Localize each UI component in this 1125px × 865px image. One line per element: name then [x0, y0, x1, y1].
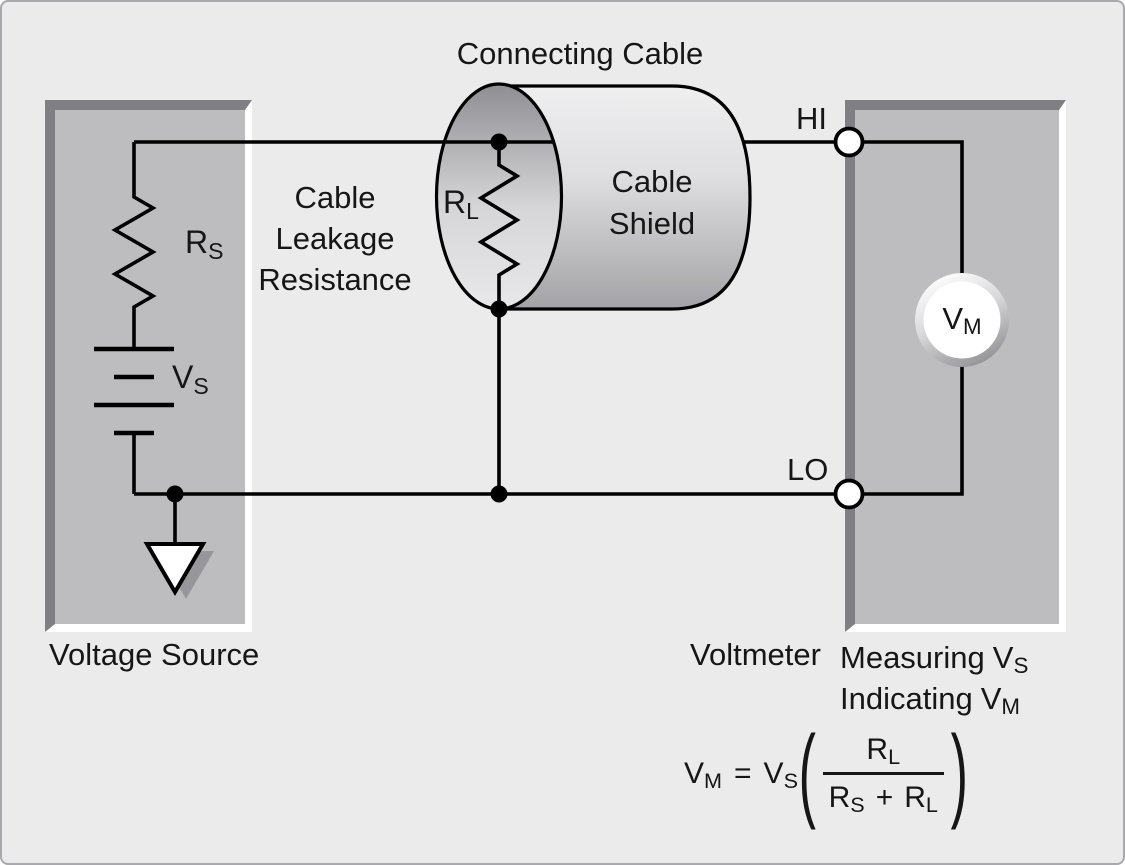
formula-fraction: RL RS + RL	[822, 732, 944, 817]
formula-lhs: VM	[684, 756, 723, 793]
open-paren: (	[798, 715, 816, 831]
loading-error-formula: VM = VS ( RL RS + RL )	[684, 715, 969, 831]
lo-terminal-label: LO	[787, 452, 829, 487]
ground-symbol	[143, 494, 214, 599]
fraction-numerator: RL	[866, 732, 901, 769]
meter-dial	[915, 273, 1009, 367]
close-paren: )	[950, 715, 968, 831]
lo-terminal	[833, 478, 865, 510]
battery-symbol	[94, 346, 174, 436]
cable-leakage-label: Cable Leakage Resistance	[258, 180, 412, 297]
source-resistor-symbol	[111, 142, 157, 349]
meter-dial-label: VM	[942, 301, 982, 340]
leakage-resistor-symbol	[477, 142, 521, 309]
cable-shield-body	[497, 84, 752, 311]
formula-equals: =	[734, 756, 752, 790]
source-resistor-label: RS	[185, 224, 224, 264]
hi-terminal-label: HI	[796, 101, 827, 136]
connecting-cable-label: Connecting Cable	[456, 36, 704, 71]
leakage-resistor-label: RL	[443, 184, 479, 224]
voltmeter-caption: Voltmeter	[690, 637, 821, 672]
plus-sign: +	[875, 780, 894, 814]
formula-coeff: VS	[763, 756, 798, 793]
voltage-source-caption: Voltage Source	[49, 637, 260, 672]
fraction-denominator: RS + RL	[822, 771, 944, 817]
source-voltage-label: VS	[172, 359, 209, 399]
hi-terminal	[833, 126, 865, 158]
cable-shield-label: Cable Shield	[608, 164, 696, 241]
junction-dots	[166, 133, 508, 503]
